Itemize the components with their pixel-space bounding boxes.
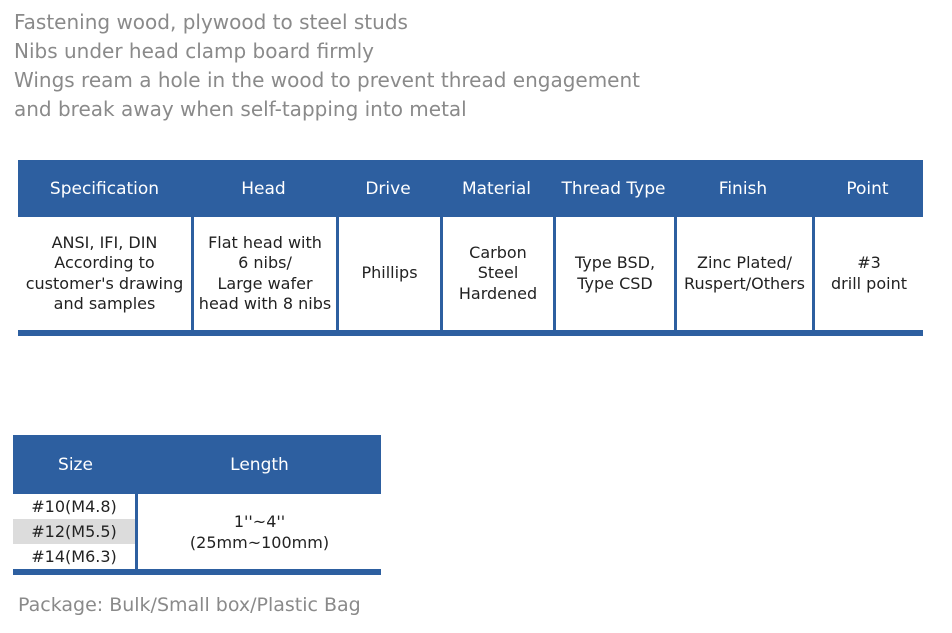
- size-header-row: Size Length: [13, 435, 381, 494]
- cell-material: Carbon Steel Hardened: [440, 217, 553, 336]
- cell-thread-type: Type BSD, Type CSD: [553, 217, 674, 336]
- spec-data-row: ANSI, IFI, DIN According to customer's d…: [18, 217, 923, 336]
- feature-line: Wings ream a hole in the wood to prevent…: [14, 68, 641, 92]
- package-info: Package: Bulk/Small box/Plastic Bag: [18, 594, 361, 616]
- cell-point: #3 drill point: [812, 217, 923, 336]
- header-drive: Drive: [336, 160, 440, 217]
- header-thread-type: Thread Type: [553, 160, 674, 217]
- feature-line: Fastening wood, plywood to steel studs: [14, 10, 408, 34]
- header-size: Size: [13, 435, 138, 494]
- header-head: Head: [191, 160, 336, 217]
- size-table: Size Length #10(M4.8) #12(M5.5) #14(M6.3…: [13, 435, 381, 575]
- cell-specification: ANSI, IFI, DIN According to customer's d…: [18, 217, 191, 336]
- size-option-highlighted: #12(M5.5): [13, 519, 135, 544]
- feature-description: Fastening wood, plywood to steel studs N…: [14, 8, 640, 124]
- size-option: #14(M6.3): [31, 547, 117, 566]
- cell-drive: Phillips: [336, 217, 440, 336]
- cell-finish: Zinc Plated/ Ruspert/Others: [674, 217, 812, 336]
- header-finish: Finish: [674, 160, 812, 217]
- specification-table: Specification Head Drive Material Thread…: [18, 160, 923, 336]
- header-specification: Specification: [18, 160, 191, 217]
- header-point: Point: [812, 160, 923, 217]
- size-data-row: #10(M4.8) #12(M5.5) #14(M6.3) 1''~4'' (2…: [13, 494, 381, 575]
- cell-sizes: #10(M4.8) #12(M5.5) #14(M6.3): [13, 494, 138, 575]
- spec-header-row: Specification Head Drive Material Thread…: [18, 160, 923, 217]
- feature-line: and break away when self-tapping into me…: [14, 97, 467, 121]
- size-option: #10(M4.8): [31, 497, 117, 516]
- header-material: Material: [440, 160, 553, 217]
- header-length: Length: [138, 435, 381, 494]
- cell-head: Flat head with 6 nibs/ Large wafer head …: [191, 217, 336, 336]
- cell-length: 1''~4'' (25mm~100mm): [138, 494, 381, 575]
- feature-line: Nibs under head clamp board firmly: [14, 39, 375, 63]
